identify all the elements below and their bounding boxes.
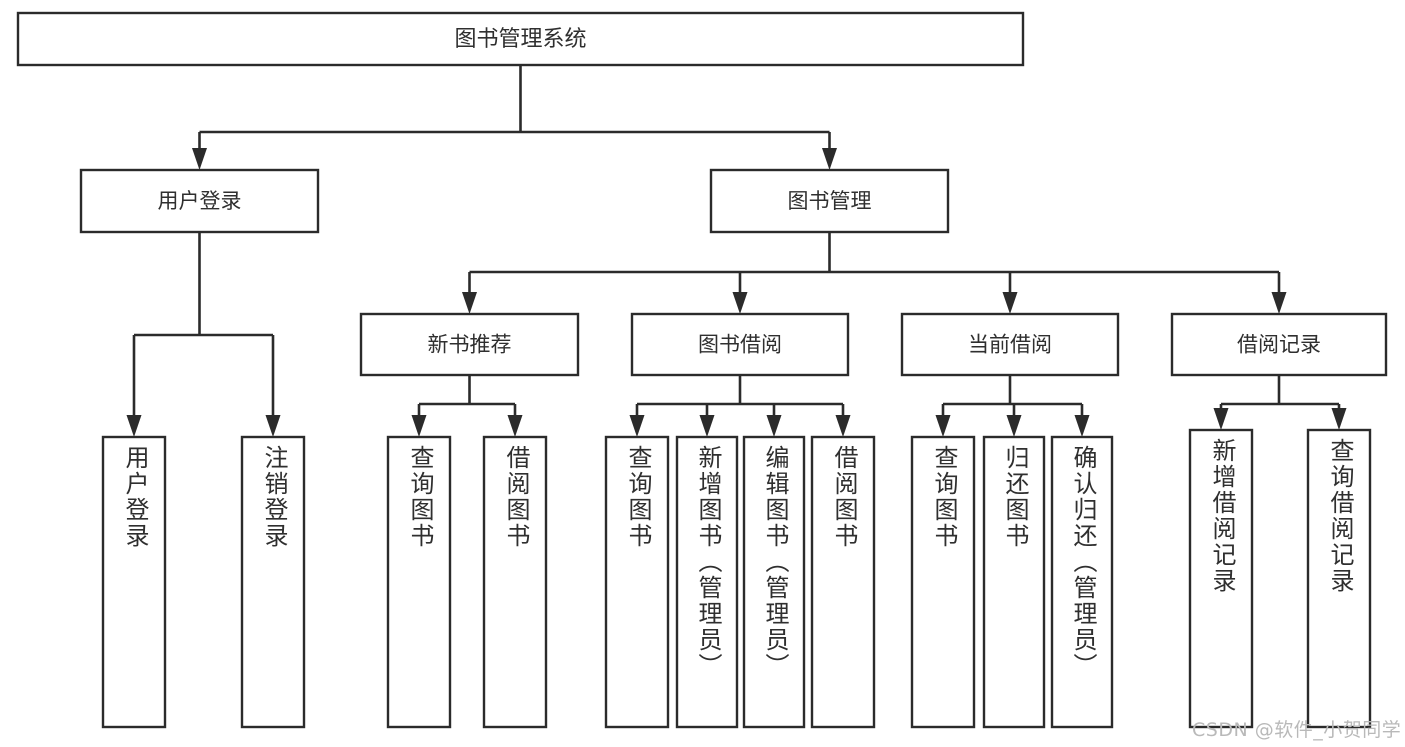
arrow-user-logout <box>265 415 281 437</box>
node-label-user-login: 用户登录 <box>158 189 242 213</box>
connector-layer <box>126 65 1347 437</box>
node-label-current-borrow: 当前借阅 <box>968 333 1052 357</box>
node-box-edit-book-admin[interactable] <box>742 435 806 729</box>
node-box-new-book-recommend[interactable] <box>359 312 580 377</box>
arrow-query-borrow-record <box>1331 408 1347 430</box>
node-box-layer <box>16 11 1388 729</box>
node-label-borrow-records: 借阅记录 <box>1237 333 1321 357</box>
arrow-edit-book-admin <box>766 415 782 437</box>
arrow-query-book-3 <box>935 415 951 437</box>
node-box-book-borrow[interactable] <box>630 312 850 377</box>
node-box-confirm-return-admin[interactable] <box>1050 435 1114 729</box>
arrow-current-borrow <box>1002 292 1018 314</box>
node-box-book-management[interactable] <box>709 168 950 234</box>
arrow-add-book-admin <box>699 415 715 437</box>
node-box-user-login[interactable] <box>79 168 320 234</box>
node-box-current-borrow[interactable] <box>900 312 1120 377</box>
arrow-confirm-return-admin <box>1074 415 1090 437</box>
node-box-query-book-3[interactable] <box>910 435 976 729</box>
arrow-user-login <box>192 148 207 170</box>
arrow-borrow-records <box>1271 292 1287 314</box>
node-box-user-login-do[interactable] <box>101 435 167 729</box>
node-box-borrow-book-1[interactable] <box>482 435 548 729</box>
node-box-user-logout[interactable] <box>240 435 306 729</box>
node-box-root[interactable] <box>16 11 1025 67</box>
arrow-add-borrow-record <box>1213 408 1229 430</box>
node-box-add-borrow-record[interactable] <box>1188 428 1254 729</box>
arrow-borrow-book-1 <box>507 415 523 437</box>
node-box-query-book-2[interactable] <box>604 435 670 729</box>
node-box-query-borrow-record[interactable] <box>1306 428 1372 729</box>
node-label-book-management: 图书管理 <box>788 189 872 213</box>
arrow-new-book-recommend <box>462 292 477 314</box>
node-box-return-book[interactable] <box>982 435 1046 729</box>
arrow-book-management <box>822 148 837 170</box>
arrow-borrow-book-2 <box>835 415 851 437</box>
arrow-query-book-1 <box>411 415 427 437</box>
node-box-borrow-records[interactable] <box>1170 312 1388 377</box>
node-label-root: 图书管理系统 <box>454 27 586 52</box>
node-box-add-book-admin[interactable] <box>675 435 739 729</box>
csdn-watermark: CSDN @软件_小贺同学 <box>1192 719 1402 741</box>
arrow-user-login-do <box>126 415 142 437</box>
arrow-book-borrow <box>732 292 748 314</box>
node-box-query-book-1[interactable] <box>386 435 452 729</box>
node-label-book-borrow: 图书借阅 <box>698 333 782 357</box>
node-label-new-book-recommend: 新书推荐 <box>428 333 512 357</box>
arrow-return-book <box>1006 415 1022 437</box>
arrow-query-book-2 <box>629 415 645 437</box>
node-box-borrow-book-2[interactable] <box>810 435 876 729</box>
